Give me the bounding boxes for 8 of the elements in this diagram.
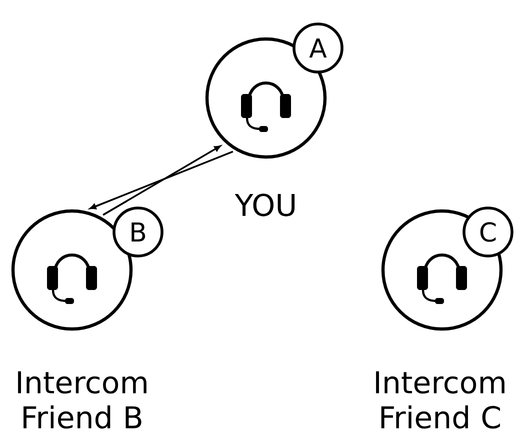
headset-circle: [11, 209, 133, 331]
name-label: YOU: [234, 194, 295, 216]
arrow: [90, 150, 234, 210]
name-label: Intercom Friend B: [18, 371, 146, 429]
headset-circle: [205, 37, 327, 159]
arrow: [102, 145, 221, 216]
headset-circle: [381, 209, 503, 331]
name-label: Intercom Friend C: [376, 371, 504, 429]
